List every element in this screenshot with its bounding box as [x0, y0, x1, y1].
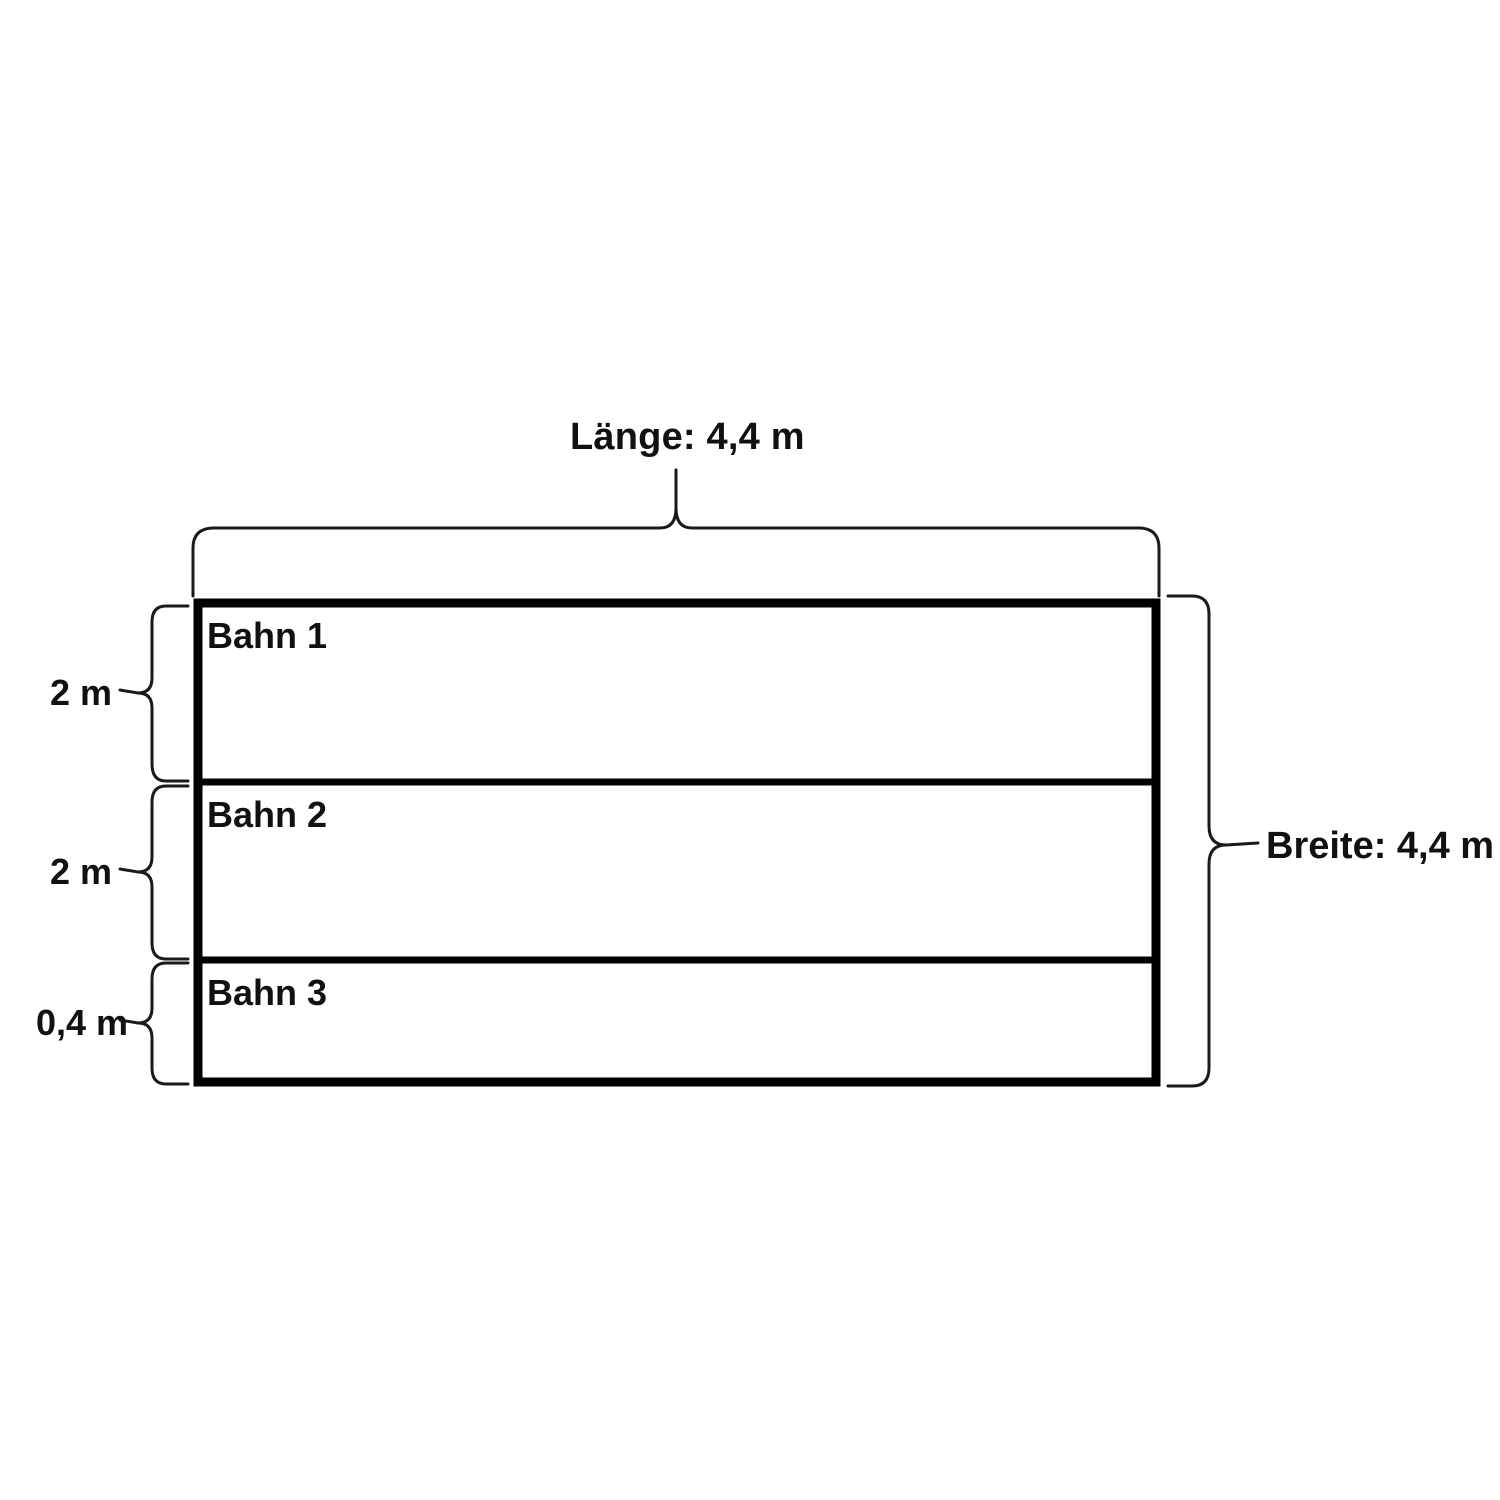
lane-label-3: Bahn 3	[207, 972, 328, 1013]
left-brace-lane-1	[118, 604, 190, 783]
left-brace-lane-2	[118, 784, 190, 961]
lane-label-1: Bahn 1	[207, 615, 328, 656]
right-brace	[1166, 594, 1260, 1088]
lane-dimension-2: 2 m	[49, 851, 112, 892]
left-brace-lane-3	[118, 961, 190, 1086]
lane-label-2: Bahn 2	[207, 794, 328, 835]
length-label: Länge: 4,4 m	[570, 416, 805, 458]
width-label: Breite: 4,4 m	[1266, 825, 1495, 867]
lane-dimension-3: 0,4 m	[35, 1002, 128, 1043]
lane-dimension-1: 2 m	[49, 672, 112, 713]
top-brace	[191, 468, 1161, 598]
outer-rectangle	[193, 598, 1161, 1087]
lanes-rectangle	[193, 598, 1161, 1087]
